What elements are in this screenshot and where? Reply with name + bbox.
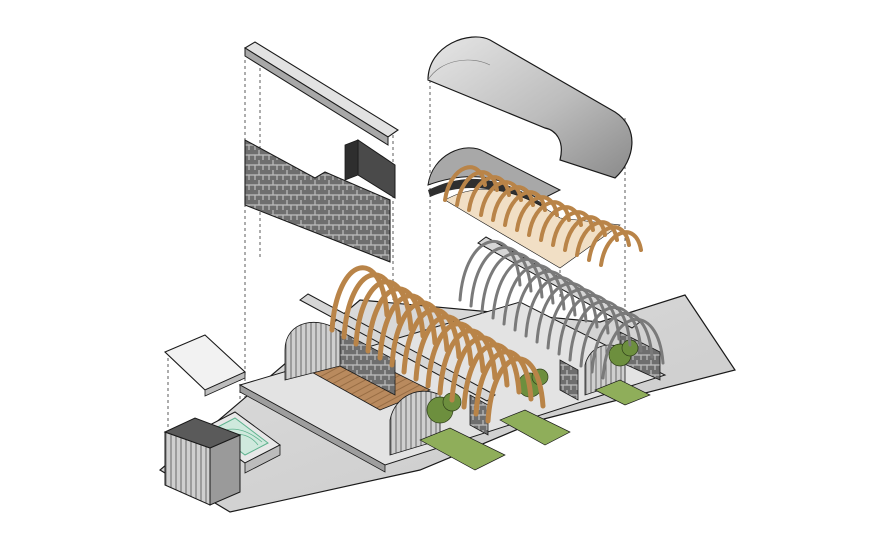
- exploded-timber-rib: [503, 190, 547, 227]
- timber-rib: [437, 328, 498, 396]
- exploded-timber-rib: [527, 200, 571, 237]
- steel-rib: [502, 264, 566, 326]
- timber-rib: [377, 293, 438, 361]
- steel-rib: [458, 240, 522, 302]
- timber-rib: [449, 335, 510, 403]
- steel-rib: [513, 270, 577, 332]
- top-cap-beam: [243, 41, 400, 146]
- steel-rib: [491, 258, 555, 320]
- steel-rib: [524, 276, 588, 338]
- exploded-timber-rib: [599, 230, 643, 267]
- stone-wall-panel: [244, 139, 396, 263]
- exploded-timber-rib: [539, 205, 583, 242]
- pavilion-pool: [163, 411, 281, 506]
- timber-rib: [485, 356, 546, 424]
- exploded-timber-rib: [575, 220, 619, 257]
- exploded-timber-rib: [551, 210, 595, 247]
- exploded-timber-rib: [563, 215, 607, 252]
- timber-rib-vault: [427, 147, 643, 269]
- exploded-timber-rib: [467, 175, 511, 212]
- pavilion-roof-slab: [164, 334, 246, 397]
- steel-rib: [546, 288, 610, 350]
- timber-rib: [413, 314, 474, 382]
- timber-rib: [341, 272, 402, 340]
- timber-rib-vault-installed: [329, 240, 665, 424]
- timber-rib: [401, 307, 462, 375]
- timber-rib: [461, 342, 522, 410]
- exploded-timber-rib: [455, 170, 499, 207]
- exploded-timber-rib: [491, 185, 535, 222]
- timber-rib: [425, 321, 486, 389]
- exploded-timber-rib: [515, 195, 559, 232]
- steel-rib: [579, 306, 643, 368]
- steel-rib: [568, 300, 632, 362]
- steel-rib: [480, 252, 544, 314]
- steel-rib: [557, 294, 621, 356]
- timber-rib: [473, 349, 534, 417]
- timber-rib: [353, 279, 414, 347]
- exploded-timber-rib: [479, 180, 523, 217]
- steel-rib: [590, 312, 654, 374]
- timber-rib: [329, 265, 390, 333]
- exploded-timber-rib: [443, 165, 487, 202]
- exploded-timber-rib: [587, 225, 631, 262]
- steel-rib: [601, 318, 665, 380]
- vault-roof-shell: [427, 36, 633, 179]
- timber-rib: [389, 300, 450, 368]
- steel-rib: [469, 246, 533, 308]
- steel-rib: [535, 282, 599, 344]
- timber-rib: [365, 286, 426, 354]
